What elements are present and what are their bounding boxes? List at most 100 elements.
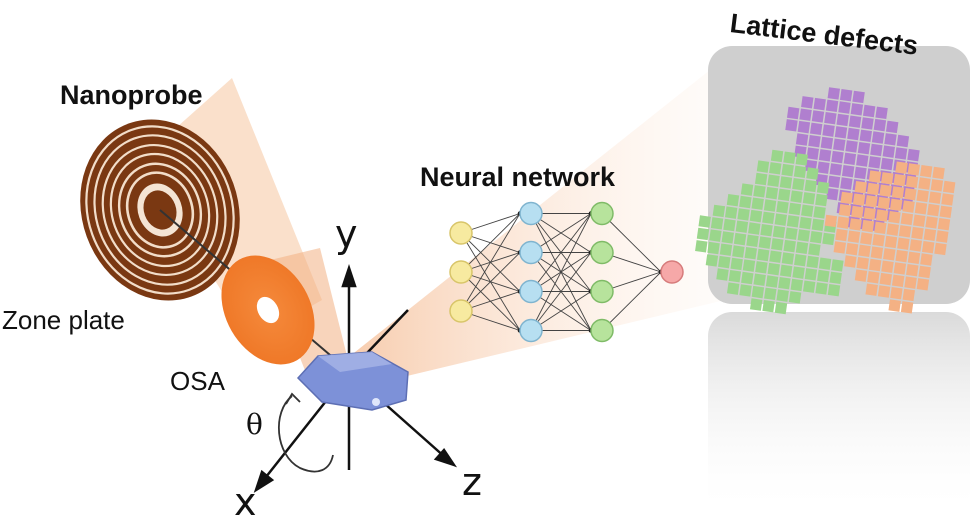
defect-cell [710, 217, 724, 230]
axis-y-label: y [335, 212, 358, 256]
defect-cell [856, 154, 869, 167]
defect-cell [733, 232, 747, 246]
defect-cell [799, 108, 812, 121]
defect-cell [748, 222, 761, 235]
defect-cell [723, 218, 736, 232]
defect-cell [932, 166, 945, 180]
defect-cell [861, 219, 875, 233]
defect-cell [765, 275, 779, 288]
defect-cell [779, 176, 793, 189]
defect-cell [809, 231, 823, 244]
defect-cell [902, 288, 915, 302]
defect-cell [891, 274, 905, 288]
defect-cell [939, 205, 952, 219]
defect-cell [891, 186, 905, 199]
defect-cell [794, 254, 807, 267]
defect-cell [865, 283, 878, 296]
network-node [660, 260, 684, 284]
defect-cell [809, 122, 823, 136]
defect-cell [695, 240, 708, 253]
defect-cell [895, 249, 908, 263]
defect-cell [907, 251, 921, 265]
defect-cell [817, 161, 830, 174]
defect-cell [858, 244, 871, 258]
defect-cell [925, 216, 938, 229]
beam-cone-network [330, 62, 725, 392]
defect-cell [872, 234, 885, 247]
defect-cell [888, 299, 901, 312]
defect-cell [783, 151, 796, 164]
defect-cell [822, 124, 835, 137]
defect-cell [849, 218, 862, 231]
defect-cell [879, 184, 892, 197]
defect-cell [871, 131, 885, 144]
zone-plate-label: Zone plate [2, 305, 125, 335]
defect-cell [774, 301, 788, 315]
defect-cell [728, 270, 742, 283]
axis-z-label: z [462, 460, 482, 504]
defect-cell [815, 193, 828, 207]
defect-cell [896, 134, 910, 148]
defect-cell [847, 230, 861, 243]
defect-cell [804, 179, 817, 193]
nanoprobe-title: Nanoprobe [60, 80, 203, 110]
defect-cell [806, 167, 819, 180]
defect-cell [726, 282, 740, 295]
defect-cell [904, 276, 917, 289]
defect-cell [726, 194, 740, 207]
defect-cell [839, 89, 853, 102]
defect-cell [797, 120, 811, 134]
defect-cell [836, 216, 850, 229]
defect-cell [707, 241, 720, 255]
network-node [519, 240, 543, 265]
defect-cell [755, 261, 768, 274]
defect-cell [788, 202, 802, 216]
defect-cell [914, 202, 928, 215]
defect-cell [838, 204, 852, 217]
defect-cell [802, 192, 816, 205]
network-edge [601, 213, 662, 273]
defect-cell [877, 285, 891, 298]
defect-cell [905, 175, 919, 189]
defect-cell [781, 163, 794, 177]
network-edge [530, 213, 592, 253]
defect-cell [928, 191, 942, 204]
defect-cell [877, 196, 891, 210]
network-node [590, 240, 614, 265]
defect-cell [754, 172, 768, 186]
defect-cell [792, 266, 805, 279]
defect-cell [799, 216, 812, 230]
network-node [519, 279, 543, 304]
defect-cell [942, 180, 956, 194]
defect-cell [735, 220, 749, 233]
defect-cell [884, 133, 897, 146]
defect-cell [873, 118, 887, 132]
network-edge [530, 213, 592, 292]
network-connections [460, 211, 664, 333]
network-edge [601, 271, 662, 331]
defect-cell [762, 300, 775, 313]
defect-cell [783, 239, 796, 253]
defect-cell [852, 90, 865, 104]
osa-label: OSA [170, 366, 225, 396]
defect-cell [813, 97, 826, 111]
defect-cell [941, 193, 954, 206]
network-node [590, 201, 614, 226]
defect-cell [772, 225, 786, 239]
defect-cell [721, 231, 734, 244]
defect-cell [709, 229, 722, 242]
defect-cell [847, 127, 860, 141]
defect-cell [918, 265, 931, 279]
defect-cell [801, 96, 814, 109]
defect-cell [909, 239, 922, 252]
defect-cell [923, 228, 937, 242]
defect-cell [900, 212, 914, 226]
defect-cell [739, 284, 752, 297]
defect-cell [797, 229, 810, 242]
defect-cell [890, 287, 903, 300]
defect-cell [801, 204, 814, 217]
network-edge [530, 213, 592, 331]
defect-cell [795, 153, 808, 166]
defect-cell [788, 291, 802, 304]
